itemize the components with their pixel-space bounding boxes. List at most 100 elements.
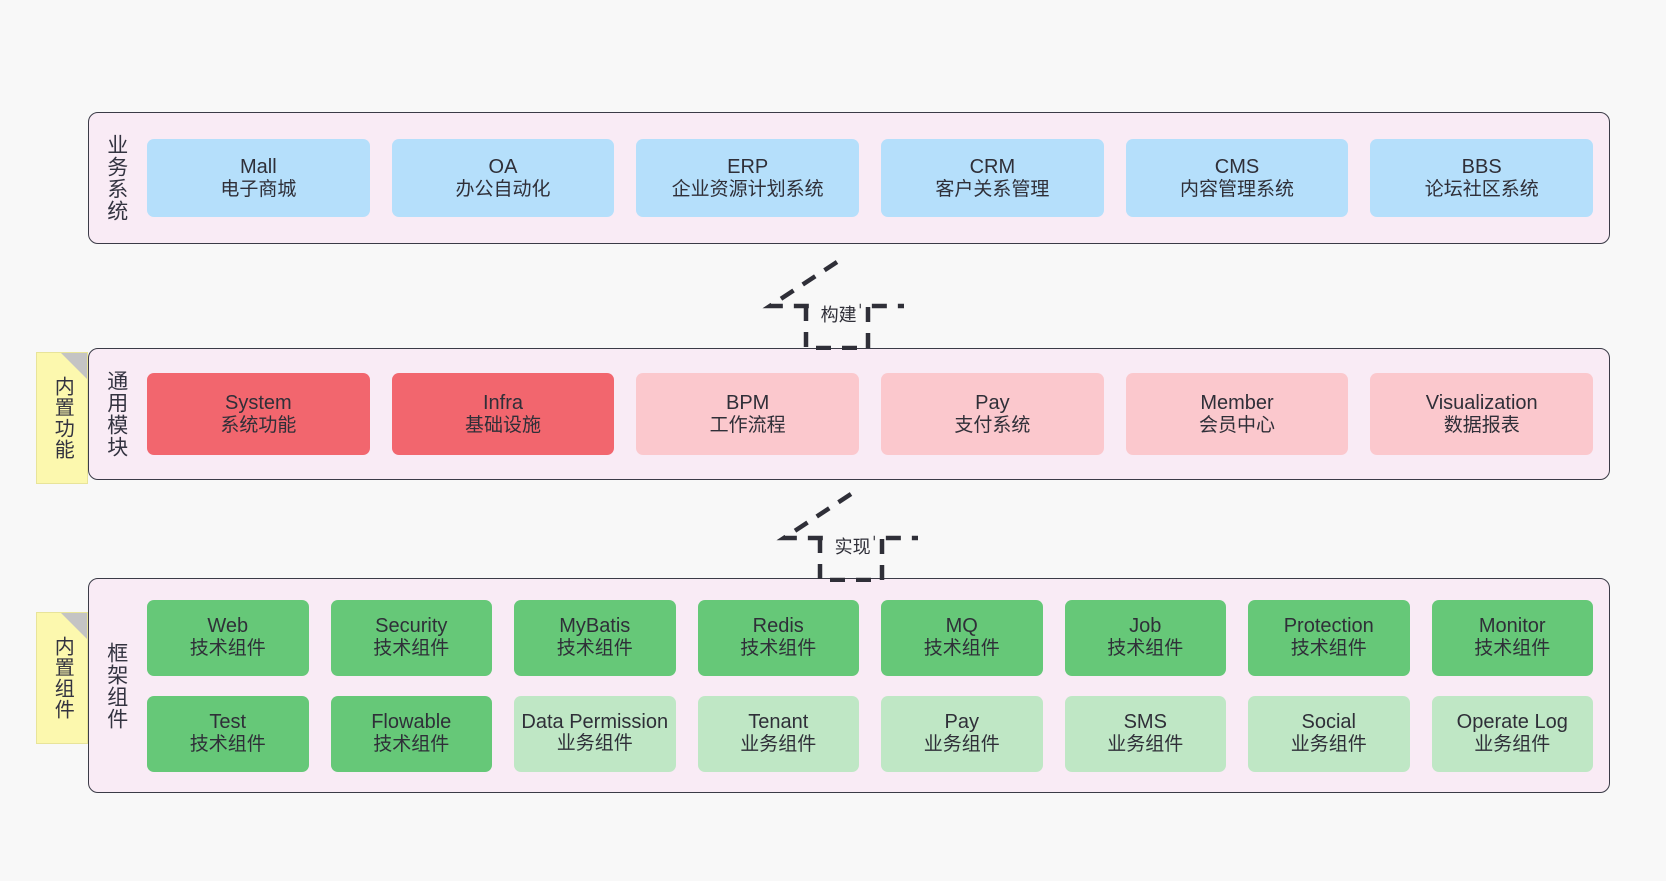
card-bbs[interactable]: BBS 论坛社区系统 (1370, 139, 1594, 217)
card-subtitle: 工作流程 (709, 414, 786, 436)
card-subtitle: 业务组件 (1107, 734, 1184, 756)
card-test[interactable]: Test 技术组件 (147, 695, 309, 772)
note-label: 内置功能 (51, 376, 74, 460)
card-social[interactable]: Social 业务组件 (1248, 695, 1410, 772)
card-visualization[interactable]: Visualization 数据报表 (1370, 373, 1594, 455)
card-mq[interactable]: MQ 技术组件 (881, 599, 1043, 676)
card-protection[interactable]: Protection 技术组件 (1248, 599, 1410, 676)
card-title: BBS (1461, 155, 1502, 178)
card-title: Pay (944, 711, 979, 734)
card-title: Protection (1283, 615, 1374, 638)
card-tenant[interactable]: Tenant 业务组件 (697, 695, 859, 772)
card-subtitle: 技术组件 (556, 638, 633, 660)
card-title: Data Permission (521, 710, 669, 733)
card-data-permission[interactable]: Data Permission 业务组件 (514, 695, 676, 772)
card-pay-component[interactable]: Pay 业务组件 (881, 695, 1043, 772)
card-web[interactable]: Web 技术组件 (147, 599, 309, 676)
card-job[interactable]: Job 技术组件 (1064, 599, 1226, 676)
card-title: System (224, 391, 292, 414)
card-title: Test (209, 711, 247, 734)
layer-body-business-systems: Mall 电子商城 OA 办公自动化 ERP 企业资源计划系统 CRM 客户关系… (143, 113, 1609, 243)
card-pay[interactable]: Pay 支付系统 (881, 373, 1104, 455)
card-subtitle: 支付系统 (954, 414, 1031, 436)
card-title: Flowable (371, 711, 452, 734)
layer-business-systems: 业务系统 Mall 电子商城 OA 办公自动化 ERP 企业资源计划系统 CRM (88, 112, 1610, 244)
card-system[interactable]: System 系统功能 (147, 373, 370, 455)
card-title: Tenant (748, 711, 809, 734)
card-erp[interactable]: ERP 企业资源计划系统 (636, 139, 860, 217)
card-monitor[interactable]: Monitor 技术组件 (1431, 599, 1593, 676)
card-oa[interactable]: OA 办公自动化 (391, 139, 615, 217)
card-sms[interactable]: SMS 业务组件 (1064, 695, 1226, 772)
note-builtin-features: 内置功能 (36, 352, 88, 484)
card-title: OA (488, 155, 518, 178)
card-row: Web 技术组件 Security 技术组件 MyBatis 技术组件 Redi… (147, 599, 1593, 676)
card-title: MQ (945, 615, 978, 638)
card-title: MyBatis (559, 615, 631, 638)
card-operate-log[interactable]: Operate Log 业务组件 (1431, 695, 1593, 772)
card-title: Operate Log (1456, 711, 1568, 734)
card-cms[interactable]: CMS 内容管理系统 (1125, 139, 1349, 217)
layer-title-text: 框架组件 (104, 641, 128, 730)
card-subtitle: 会员中心 (1199, 414, 1276, 436)
card-subtitle: 系统功能 (220, 414, 297, 436)
connector-build-label: 构建 (817, 300, 860, 328)
card-member[interactable]: Member 会员中心 (1125, 373, 1349, 455)
card-bpm[interactable]: BPM 工作流程 (636, 373, 860, 455)
card-subtitle: 技术组件 (189, 638, 266, 660)
card-title: Member (1200, 391, 1274, 414)
card-subtitle: 技术组件 (189, 734, 266, 756)
card-subtitle: 技术组件 (373, 734, 450, 756)
card-title: Job (1129, 615, 1162, 638)
card-subtitle: 企业资源计划系统 (671, 178, 824, 200)
card-crm[interactable]: CRM 客户关系管理 (881, 139, 1104, 217)
card-subtitle: 技术组件 (373, 638, 450, 660)
card-subtitle: 内容管理系统 (1180, 178, 1295, 200)
layer-title-text: 业务系统 (104, 134, 128, 222)
card-title: Web (207, 615, 249, 638)
card-row: Test 技术组件 Flowable 技术组件 Data Permission … (147, 695, 1593, 772)
card-mall[interactable]: Mall 电子商城 (147, 139, 370, 217)
card-redis[interactable]: Redis 技术组件 (697, 599, 859, 676)
card-subtitle: 技术组件 (923, 638, 1000, 660)
card-security[interactable]: Security 技术组件 (330, 599, 492, 676)
card-subtitle: 技术组件 (1474, 638, 1551, 660)
card-subtitle: 业务组件 (556, 732, 633, 754)
card-title: SMS (1123, 711, 1167, 734)
note-builtin-components: 内置组件 (36, 612, 88, 744)
layer-common-modules: 通用模块 System 系统功能 Infra 基础设施 BPM 工作流程 Pay (88, 348, 1610, 480)
connector-implement: 实现 (776, 490, 926, 582)
card-subtitle: 技术组件 (740, 638, 817, 660)
card-flowable[interactable]: Flowable 技术组件 (330, 695, 492, 772)
layer-title-framework-components: 框架组件 (89, 579, 143, 792)
card-row: System 系统功能 Infra 基础设施 BPM 工作流程 Pay 支付系统… (147, 373, 1594, 455)
card-subtitle: 电子商城 (220, 178, 297, 200)
note-fold-icon (61, 613, 87, 639)
card-subtitle: 数据报表 (1443, 414, 1520, 436)
layer-body-common-modules: System 系统功能 Infra 基础设施 BPM 工作流程 Pay 支付系统… (143, 349, 1609, 479)
card-title: Visualization (1425, 391, 1538, 414)
layer-title-business-systems: 业务系统 (89, 113, 143, 243)
card-subtitle: 技术组件 (1290, 638, 1367, 660)
card-title: ERP (727, 155, 769, 178)
card-title: CRM (969, 155, 1016, 178)
card-subtitle: 业务组件 (740, 734, 817, 756)
layer-title-text: 通用模块 (104, 370, 128, 458)
connector-implement-label: 实现 (831, 532, 874, 560)
card-mybatis[interactable]: MyBatis 技术组件 (514, 599, 676, 676)
card-subtitle: 业务组件 (1474, 734, 1551, 756)
note-label: 内置组件 (51, 636, 74, 720)
card-title: Infra (482, 391, 524, 414)
card-title: Pay (975, 391, 1010, 414)
connector-build: 构建 (762, 258, 912, 350)
card-subtitle: 业务组件 (1290, 734, 1367, 756)
card-title: BPM (726, 391, 770, 414)
card-title: Redis (752, 615, 804, 638)
layer-body-framework-components: Web 技术组件 Security 技术组件 MyBatis 技术组件 Redi… (143, 579, 1609, 792)
card-infra[interactable]: Infra 基础设施 (391, 373, 615, 455)
card-subtitle: 办公自动化 (455, 178, 551, 200)
card-row: Mall 电子商城 OA 办公自动化 ERP 企业资源计划系统 CRM 客户关系… (147, 139, 1594, 217)
card-subtitle: 业务组件 (923, 734, 1000, 756)
note-fold-icon (61, 353, 87, 379)
